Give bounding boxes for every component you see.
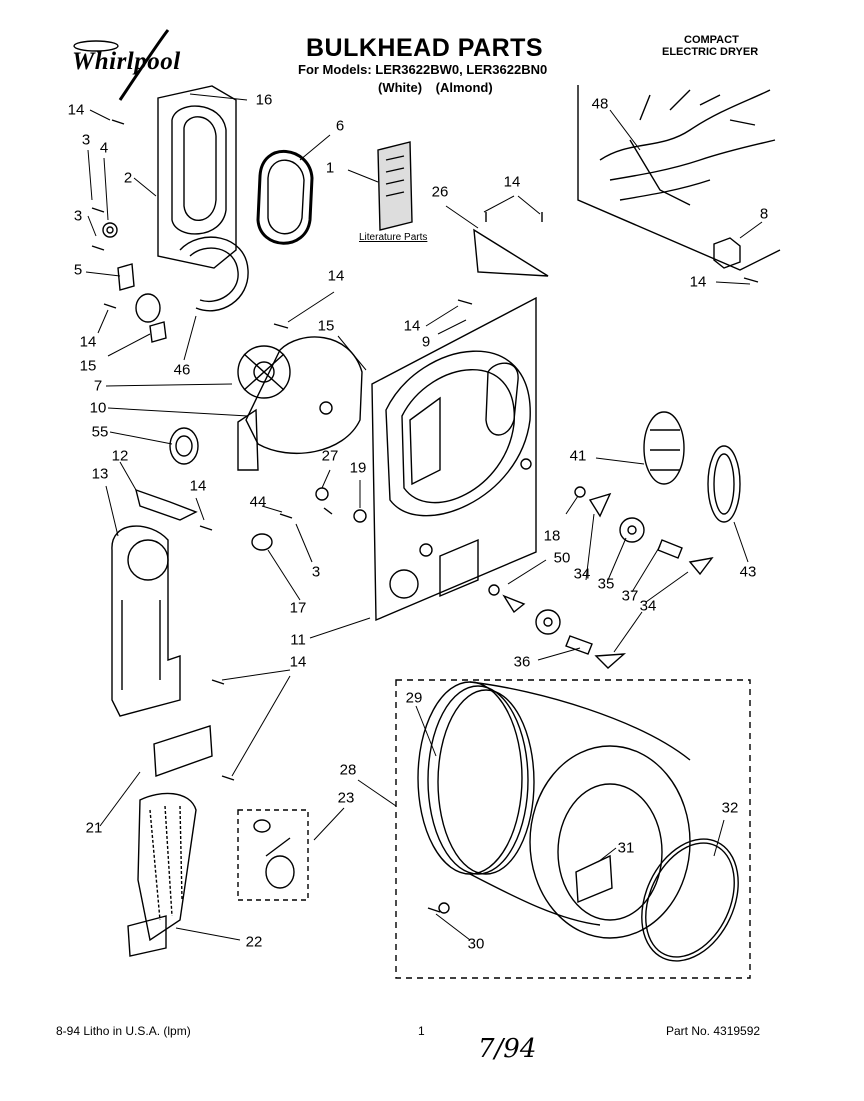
literature-parts-label: Literature Parts [359, 232, 428, 243]
callout-36: 36 [513, 653, 531, 671]
wiring-harness-48 [577, 85, 781, 271]
callout-22: 22 [245, 933, 263, 951]
callout-27: 27 [321, 447, 339, 465]
callout-28: 28 [339, 761, 357, 779]
part-26-bracket [473, 212, 549, 277]
part-10-blower-housing [237, 336, 363, 471]
callout-3: 3 [73, 207, 83, 225]
part-46-ring [179, 236, 249, 312]
callout-21: 21 [85, 819, 103, 837]
callout-6: 6 [335, 117, 345, 135]
callout-31: 31 [617, 839, 635, 857]
category-compact: COMPACT [684, 34, 739, 46]
footer-page-number: 1 [418, 1024, 425, 1038]
callout-17: 17 [289, 599, 307, 617]
footer-part-number: Part No. 4319592 [666, 1024, 761, 1038]
whirlpool-logo: Whirlpool [72, 48, 181, 75]
callout-48: 48 [591, 95, 609, 113]
left-hardware-parts [102, 222, 167, 343]
part-7-blower-wheel [237, 345, 291, 399]
callout-13: 13 [91, 465, 109, 483]
part-11-bulkhead-panel [371, 296, 537, 622]
callout-14: 14 [689, 273, 707, 291]
callout-35: 35 [597, 575, 615, 593]
part-21-bracket [153, 725, 213, 777]
callout-leader-lines [85, 93, 763, 941]
callout-30: 30 [467, 935, 485, 953]
callout-3: 3 [311, 563, 321, 581]
callout-8: 8 [759, 205, 769, 223]
callout-11: 11 [290, 631, 306, 649]
part-8-block [713, 237, 741, 269]
callout-12: 12 [111, 447, 129, 465]
callout-14: 14 [503, 173, 521, 191]
callout-1: 1 [325, 159, 335, 177]
part-43-bearing-cover [707, 445, 741, 523]
part-41-motor-mount [643, 411, 685, 485]
screw-fasteners [91, 119, 759, 913]
callout-55: 55 [91, 423, 109, 441]
color-variants: (White) (Almond) [378, 80, 493, 95]
callout-41: 41 [569, 447, 587, 465]
callout-14: 14 [79, 333, 97, 351]
callout-3: 3 [81, 131, 91, 149]
whirlpool-logo-swoosh [73, 29, 170, 101]
callout-18: 18 [543, 527, 561, 545]
callout-16: 16 [255, 91, 273, 109]
callout-50: 50 [553, 549, 571, 567]
handwritten-date: 7/94 [478, 1034, 537, 1064]
callout-32: 32 [721, 799, 739, 817]
part-22-heater-element [127, 792, 197, 957]
part-23-kit-box [237, 809, 309, 901]
part-12-bracket [135, 488, 198, 521]
callout-34: 34 [573, 565, 591, 583]
part-55-ring [169, 427, 199, 465]
callout-14: 14 [403, 317, 421, 335]
callout-5: 5 [73, 261, 83, 279]
callout-2: 2 [123, 169, 133, 187]
callout-34: 34 [639, 597, 657, 615]
callout-14: 14 [189, 477, 207, 495]
small-grommet-parts [251, 487, 367, 551]
callout-29: 29 [405, 689, 423, 707]
callout-19: 19 [349, 459, 367, 477]
callout-43: 43 [739, 563, 757, 581]
footer-litho: 8-94 Litho in U.S.A. (lpm) [56, 1024, 191, 1038]
callout-26: 26 [431, 183, 449, 201]
callout-4: 4 [99, 139, 109, 157]
model-numbers: For Models: LER3622BW0, LER3622BN0 [298, 62, 548, 77]
page-title: BULKHEAD PARTS [306, 34, 544, 62]
callout-9: 9 [421, 333, 431, 351]
category-electric-dryer: ELECTRIC DRYER [662, 46, 759, 58]
part-2-rear-duct [157, 85, 237, 269]
callout-14: 14 [327, 267, 345, 285]
part-29-drum-box [395, 679, 751, 979]
callout-15: 15 [317, 317, 335, 335]
callout-23: 23 [337, 789, 355, 807]
callout-44: 44 [249, 493, 267, 511]
callout-46: 46 [173, 361, 191, 379]
callout-7: 7 [93, 377, 103, 395]
callout-37: 37 [621, 587, 639, 605]
callout-14: 14 [289, 653, 307, 671]
part-1-literature [377, 141, 413, 231]
callout-14: 14 [67, 101, 85, 119]
part-32-rear-seal [641, 838, 739, 962]
part-13-front-panel [111, 525, 181, 717]
part-6-seal [256, 149, 314, 245]
callout-10: 10 [89, 399, 107, 417]
callout-15: 15 [79, 357, 97, 375]
